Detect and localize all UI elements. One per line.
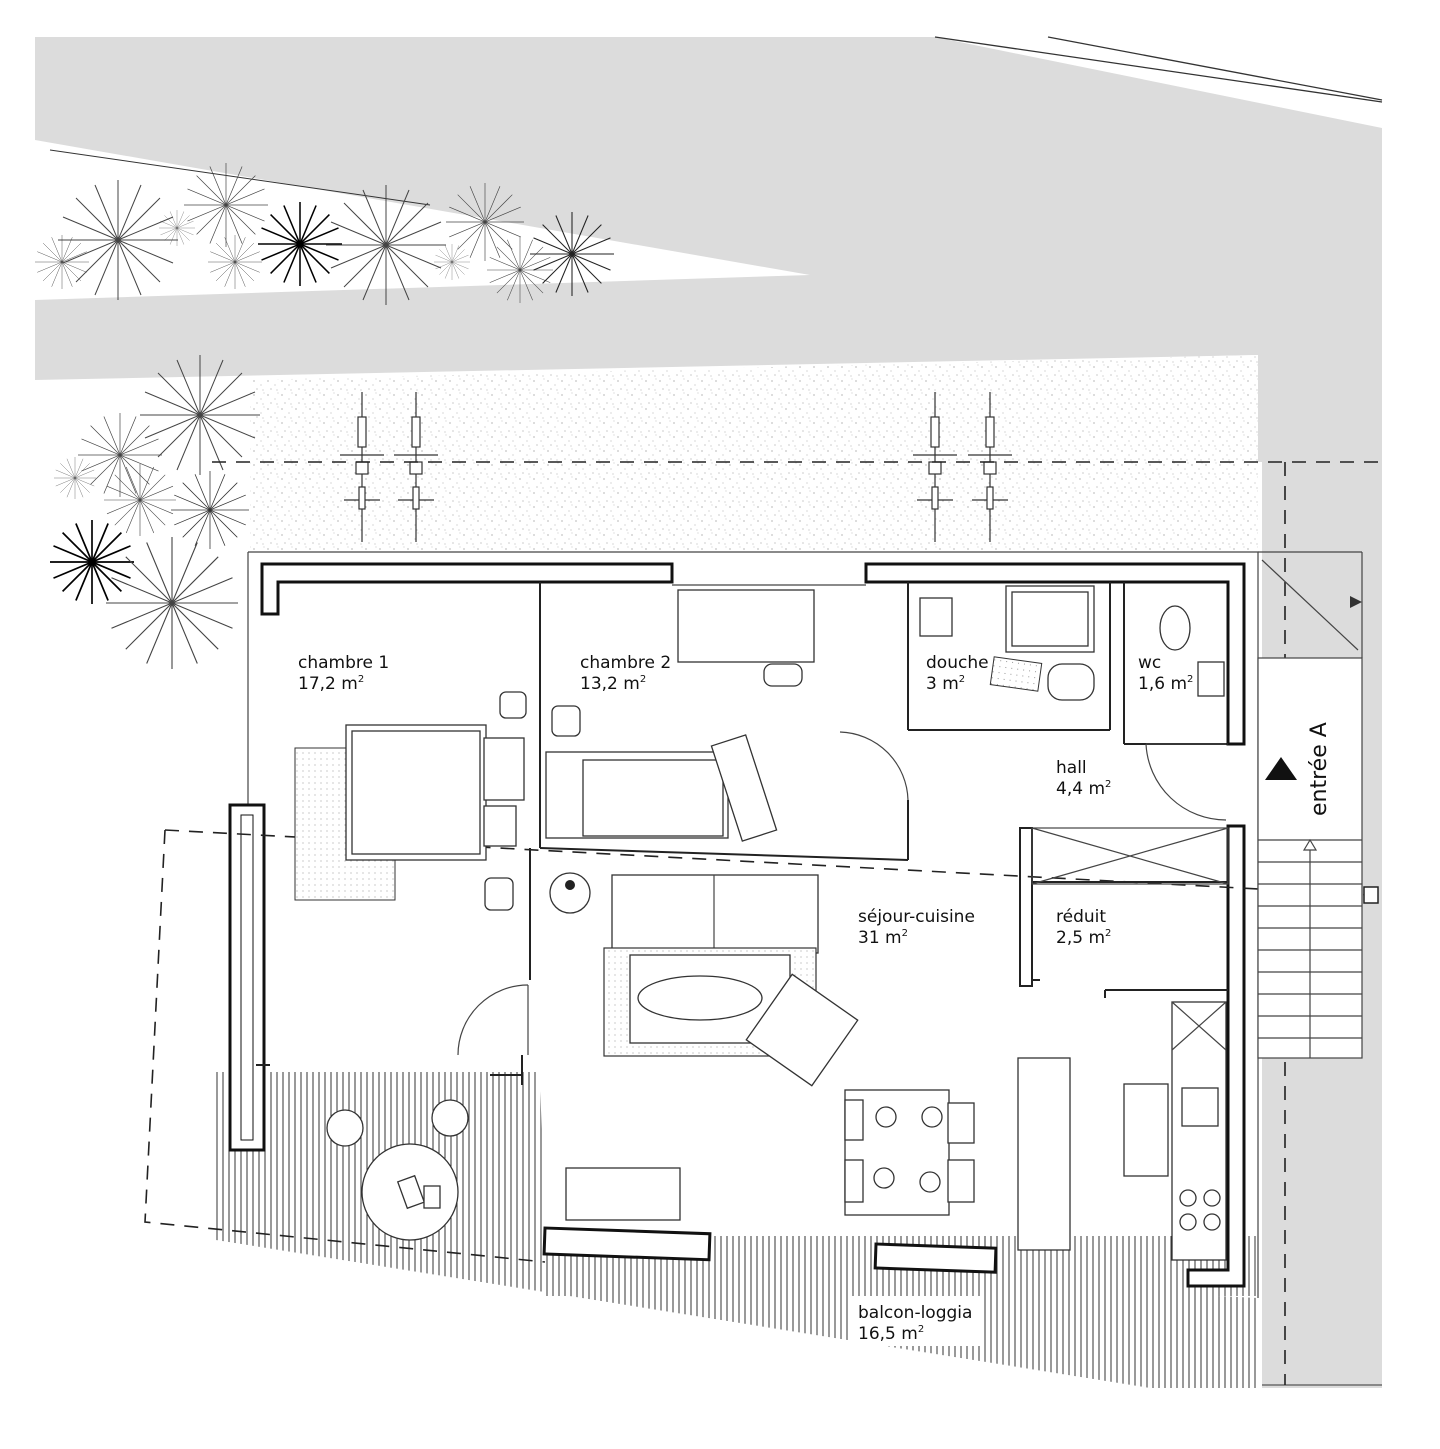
room-name-chambre2: chambre 2 xyxy=(580,653,671,673)
entrance-arrow xyxy=(1265,757,1297,780)
room-area-douche: 3 m2 xyxy=(926,674,965,694)
room-area-balcon: 16,5 m2 xyxy=(858,1324,924,1344)
room-name-sejour: séjour-cuisine xyxy=(858,907,975,927)
room-area-chambre1: 17,2 m2 xyxy=(298,674,364,694)
sejour-furniture xyxy=(549,872,1227,1261)
room-area-hall: 4,4 m2 xyxy=(1056,779,1111,799)
reduit-shelves xyxy=(1031,827,1229,885)
balcon-deck xyxy=(216,1072,1258,1388)
stairs xyxy=(1257,559,1363,1059)
sanitary-fixtures xyxy=(919,585,1225,701)
room-labels: chambre 117,2 m2 chambre 213,2 m2 douche3 … xyxy=(298,653,1193,1344)
room-area-wc: 1,6 m2 xyxy=(1138,674,1193,694)
balcony-furniture xyxy=(326,1099,469,1241)
gravel-forecourt xyxy=(250,355,1258,552)
room-area-chambre2: 13,2 m2 xyxy=(580,674,646,694)
entrance-label: entrée A xyxy=(1307,722,1332,816)
interior-walls xyxy=(256,582,1228,1085)
room-name-chambre1: chambre 1 xyxy=(298,653,389,673)
room-name-wc: wc xyxy=(1138,653,1161,673)
trees xyxy=(34,162,615,670)
chambre1-furniture xyxy=(294,691,527,911)
room-name-douche: douche xyxy=(926,653,989,673)
doors xyxy=(457,584,1227,1056)
balcon-label-mask xyxy=(850,1296,980,1346)
chambre2-furniture xyxy=(545,589,815,842)
room-area-reduit: 2,5 m2 xyxy=(1056,928,1111,948)
room-area-sejour: 31 m2 xyxy=(858,928,908,948)
room-name-hall: hall xyxy=(1056,758,1087,778)
room-name-balcon: balcon-loggia xyxy=(858,1303,972,1323)
room-name-reduit: réduit xyxy=(1056,907,1106,927)
